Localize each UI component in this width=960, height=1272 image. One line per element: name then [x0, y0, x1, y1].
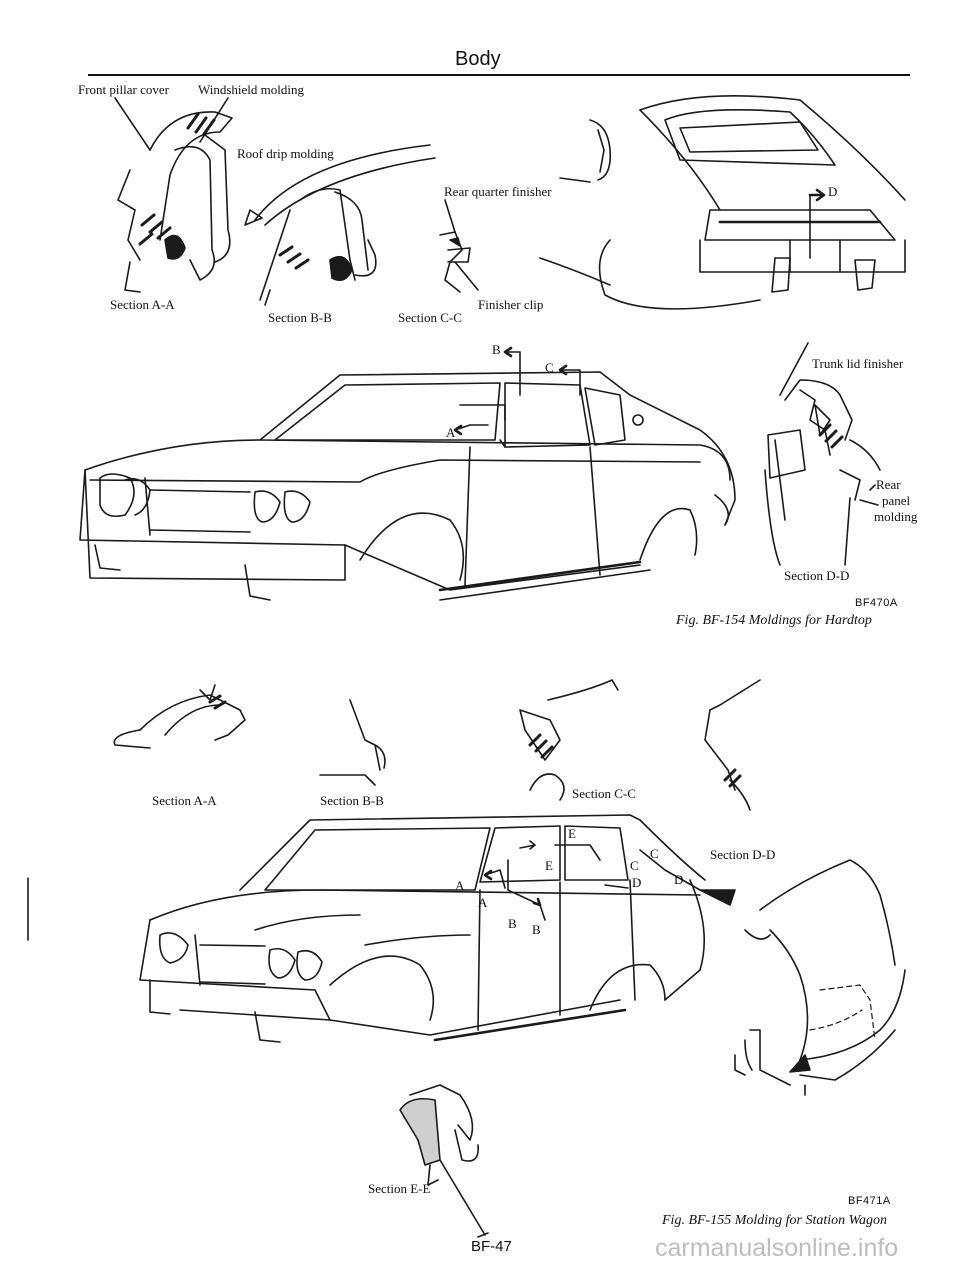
label-wagon-marker-d: D	[632, 875, 642, 890]
fig154-hardtop-car-drawing	[79, 346, 736, 601]
figure-code-bf471a: BF471A	[848, 1195, 891, 1207]
label-wagon-marker-a-lower: A	[478, 895, 488, 910]
label-section-bb: Section B-B	[268, 310, 332, 325]
label-rear-panel-molding-3: molding	[874, 509, 918, 524]
label-section-cc: Section C-C	[398, 310, 462, 325]
label-wagon-section-ee: Section E-E	[368, 1181, 431, 1196]
figure-code-bf470a: BF470A	[855, 597, 898, 609]
label-marker-d-rear: D	[828, 184, 838, 199]
label-rear-quarter-finisher: Rear quarter finisher	[444, 184, 552, 199]
label-wagon-marker-e-top: E	[568, 826, 576, 841]
fig155-section-ee-drawing	[399, 1084, 489, 1238]
watermark-text: carmanualsonline.info	[655, 1234, 899, 1262]
label-wagon-marker-a: A	[455, 878, 465, 893]
label-wagon-marker-c: C	[630, 858, 639, 873]
fig155-section-aa-drawing	[113, 684, 246, 749]
label-wagon-marker-b: B	[508, 916, 517, 931]
label-wagon-section-cc: Section C-C	[572, 786, 636, 801]
label-front-pillar-cover: Front pillar cover	[78, 82, 169, 97]
fig154-section-aa-drawing	[114, 97, 233, 293]
label-roof-drip-molding: Roof drip molding	[237, 146, 334, 161]
fig155-wagon-car-drawing	[139, 814, 736, 1043]
fig154-section-cc-drawing	[439, 199, 479, 293]
page-header-title: Body	[455, 48, 501, 70]
label-section-aa: Section A-A	[110, 297, 175, 312]
label-marker-c: C	[545, 360, 554, 375]
fig155-tailgate-detail-drawing	[734, 859, 906, 1096]
label-windshield-molding: Windshield molding	[198, 82, 304, 97]
fig154-rear-view-drawing	[539, 94, 906, 310]
label-wagon-section-bb: Section B-B	[320, 793, 384, 808]
label-wagon-section-dd: Section D-D	[710, 847, 776, 862]
label-marker-b: B	[492, 342, 501, 357]
fig154-section-dd-drawing	[764, 342, 881, 566]
fig154-section-bb-drawing	[244, 144, 436, 306]
fig155-section-bb-drawing	[319, 699, 386, 786]
label-wagon-marker-b-right: B	[532, 922, 541, 937]
label-rear-panel-molding-1: Rear	[876, 477, 901, 492]
page-number: BF-47	[471, 1238, 512, 1255]
label-finisher-clip: Finisher clip	[478, 297, 544, 312]
label-wagon-marker-e: E	[545, 858, 553, 873]
label-wagon-marker-d-right: D	[674, 872, 684, 887]
label-trunk-lid-finisher: Trunk lid finisher	[812, 356, 904, 371]
caption-fig-bf-155: Fig. BF-155 Molding for Station Wagon	[662, 1213, 888, 1228]
label-wagon-section-aa: Section A-A	[152, 793, 217, 808]
fig155-section-dd-drawing	[704, 679, 761, 811]
fig154-small-detail-drawing	[559, 119, 612, 183]
label-marker-a: A	[446, 425, 456, 440]
label-rear-panel-molding-2: panel	[882, 493, 911, 508]
label-wagon-marker-c-right: C	[650, 846, 659, 861]
header-rule	[88, 74, 910, 76]
fig155-section-cc-drawing	[519, 679, 619, 801]
caption-fig-bf-154: Fig. BF-154 Moldings for Hardtop	[676, 613, 872, 628]
label-section-dd: Section D-D	[784, 568, 850, 583]
